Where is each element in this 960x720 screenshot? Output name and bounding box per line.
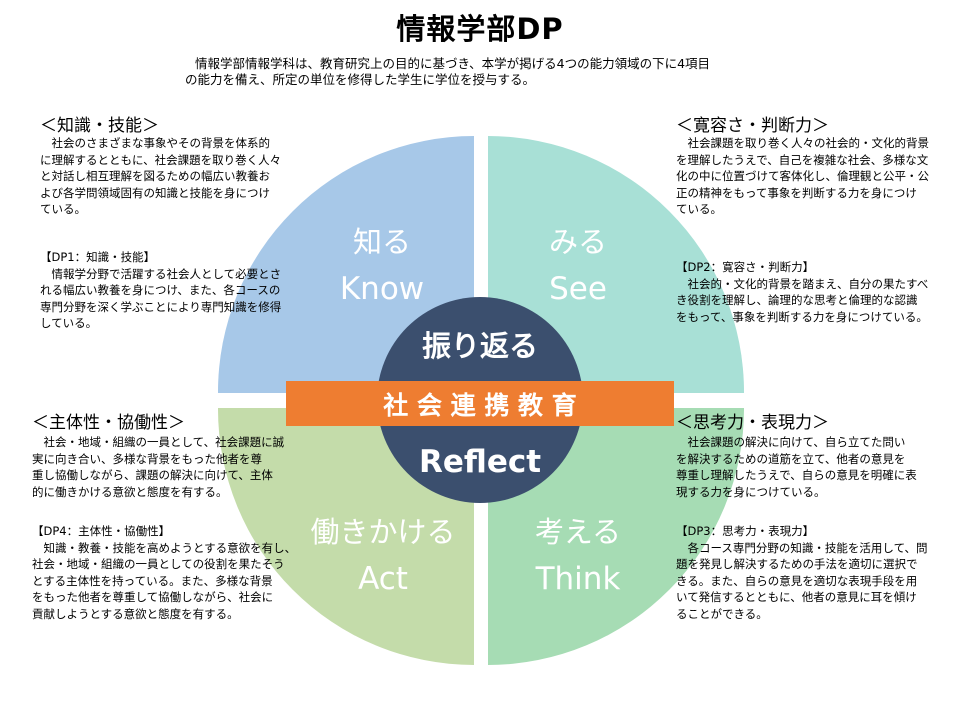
desc-line: に理解するとともに、社会課題を取り巻く人々	[40, 152, 282, 167]
dp-line: 貢献しようとする意欲と態度を有する。	[32, 606, 239, 621]
br-description: 社会課題の解決に向けて、自ら立てた問い を解決するための道筋を立て、他者の意見を…	[676, 434, 917, 500]
dp-line: 各コース専門分野の知識・技能を活用して、問	[676, 540, 928, 555]
band-label: 社 会 連 携 教 育	[383, 391, 577, 420]
tl-dp-block: 【DP1：知識・技能】 情報学分野で活躍する社会人として必要とさ れる幅広い教養…	[40, 249, 281, 332]
dp-line: き役割を理解し、論理的な思考と倫理的な認識	[676, 293, 918, 308]
bl-dp-block: 【DP4：主体性・協働性】 知識・教養・技能を高めようとする意欲を有し、 社会・…	[32, 523, 296, 623]
dp-line: とする主体性を持っている。また、多様な背景	[32, 573, 273, 588]
dp-line: れる幅広い教養を身につけ、また、各コースの	[40, 283, 281, 298]
desc-line: と対話し相互理解を図るための幅広い教養お	[40, 169, 270, 184]
dp-line: 社会・地域・組織の一員としての役割を果たそう	[32, 557, 285, 572]
dp-line: 知識・教養・技能を高めようとする意欲を有し、	[32, 540, 297, 555]
dp-line: いて発信するとともに、他者の意見に耳を傾け	[676, 590, 917, 605]
tr-description: 社会課題を取り巻く人々の社会的・文化的背景 を理解したうえで、自己を複雑な社会、…	[676, 135, 929, 218]
see-en-label: See	[549, 271, 607, 307]
intro-text: 情報学部情報学科は、教育研究上の目的に基づき、本学が掲げる4つの能力領域の下に4…	[185, 56, 785, 88]
dp-line: ることができる。	[676, 606, 768, 621]
desc-line: 尊重し理解したうえで、自らの意見を明確に表	[676, 468, 917, 483]
desc-line: 現する力を身につけている。	[676, 484, 826, 499]
think-en-label: Think	[535, 561, 621, 597]
desc-line: 実に向き合い、多様な背景をもった他者を尊	[32, 451, 262, 466]
desc-line: 社会・地域・組織の一員として、社会課題に誠	[32, 435, 285, 449]
desc-line: 重し協働しながら、課題の解決に向けて、主体	[32, 468, 273, 483]
tl-description: 社会のさまざまな事象やその背景を体系的 に理解するとともに、社会課題を取り巻く人…	[40, 135, 281, 218]
desc-line: を理解したうえで、自己を複雑な社会、多様な文	[676, 152, 929, 167]
desc-line: 正の精神をもって事象を判断する力を身につけ	[676, 185, 917, 200]
dp3-title: 【DP3：思考力・表現力】	[676, 524, 815, 538]
act-en-label: Act	[358, 561, 408, 597]
desc-line: を解決するための道筋を立て、他者の意見を	[676, 451, 906, 466]
see-jp-label: みる	[549, 225, 607, 259]
desc-line: ている。	[676, 202, 722, 217]
intro-line: 情報学部情報学科は、教育研究上の目的に基づき、本学が掲げる4つの能力領域の下に4…	[195, 56, 711, 71]
dp-line: している。	[40, 316, 98, 331]
intro-line: の能力を備え、所定の単位を修得した学生に学位を授与する。	[185, 72, 536, 87]
think-jp-label: 考える	[535, 515, 621, 549]
dp1-title: 【DP1：知識・技能】	[40, 250, 156, 264]
dp-line: 題を発見し解決するための手法を適切に選択で	[676, 557, 918, 572]
bl-description: 社会・地域・組織の一員として、社会課題に誠 実に向き合い、多様な背景をもった他者…	[32, 434, 284, 500]
dp2-title: 【DP2：寛容さ・判断力】	[676, 260, 815, 274]
desc-line: 社会課題を取り巻く人々の社会的・文化的背景	[676, 136, 929, 150]
dp-line: をもった他者を尊重して協働しながら、社会に	[32, 590, 274, 605]
desc-line: 的に働きかける意欲と態度を有する。	[32, 484, 228, 499]
desc-line: よび各学問領域固有の知識と技能を身につけ	[40, 185, 270, 200]
desc-line: 化の中に位置づけて客体化し、倫理観と公平・公	[676, 169, 929, 184]
desc-line: 社会課題の解決に向けて、自ら立てた問い	[676, 435, 906, 449]
page-title: 情報学部DP	[396, 12, 564, 46]
desc-line: 社会のさまざまな事象やその背景を体系的	[40, 136, 270, 150]
dp-line: 情報学分野で活躍する社会人として必要とさ	[40, 266, 282, 281]
br-heading: ＜思考力・表現力＞	[676, 413, 829, 433]
desc-line: ている。	[40, 202, 86, 217]
dp4-title: 【DP4：主体性・協働性】	[32, 524, 171, 538]
reflect-en-label: Reflect	[419, 444, 541, 480]
bl-heading: ＜主体性・協働性＞	[32, 413, 185, 433]
act-jp-label: 働きかける	[310, 515, 455, 549]
dp-line: 専門分野を深く学ぶことにより専門知識を修得	[40, 299, 282, 314]
dp-line: をもって、事象を判断する力を身につけている。	[676, 309, 928, 324]
tr-heading: ＜寛容さ・判断力＞	[676, 116, 829, 136]
know-en-label: Know	[340, 271, 424, 307]
tr-dp-block: 【DP2：寛容さ・判断力】 社会的・文化的背景を踏まえ、自分の果たすべ き役割を…	[676, 259, 928, 325]
tl-heading: ＜知識・技能＞	[40, 116, 159, 136]
br-dp-block: 【DP3：思考力・表現力】 各コース専門分野の知識・技能を活用して、問 題を発見…	[676, 523, 928, 623]
reflect-jp-label: 振り返る	[422, 329, 538, 363]
know-jp-label: 知る	[353, 225, 411, 259]
dp-line: きる。また、自らの意見を適切な表現手段を用	[676, 573, 918, 588]
dp-line: 社会的・文化的背景を踏まえ、自分の果たすべ	[676, 276, 929, 291]
social-education-band	[286, 381, 674, 426]
